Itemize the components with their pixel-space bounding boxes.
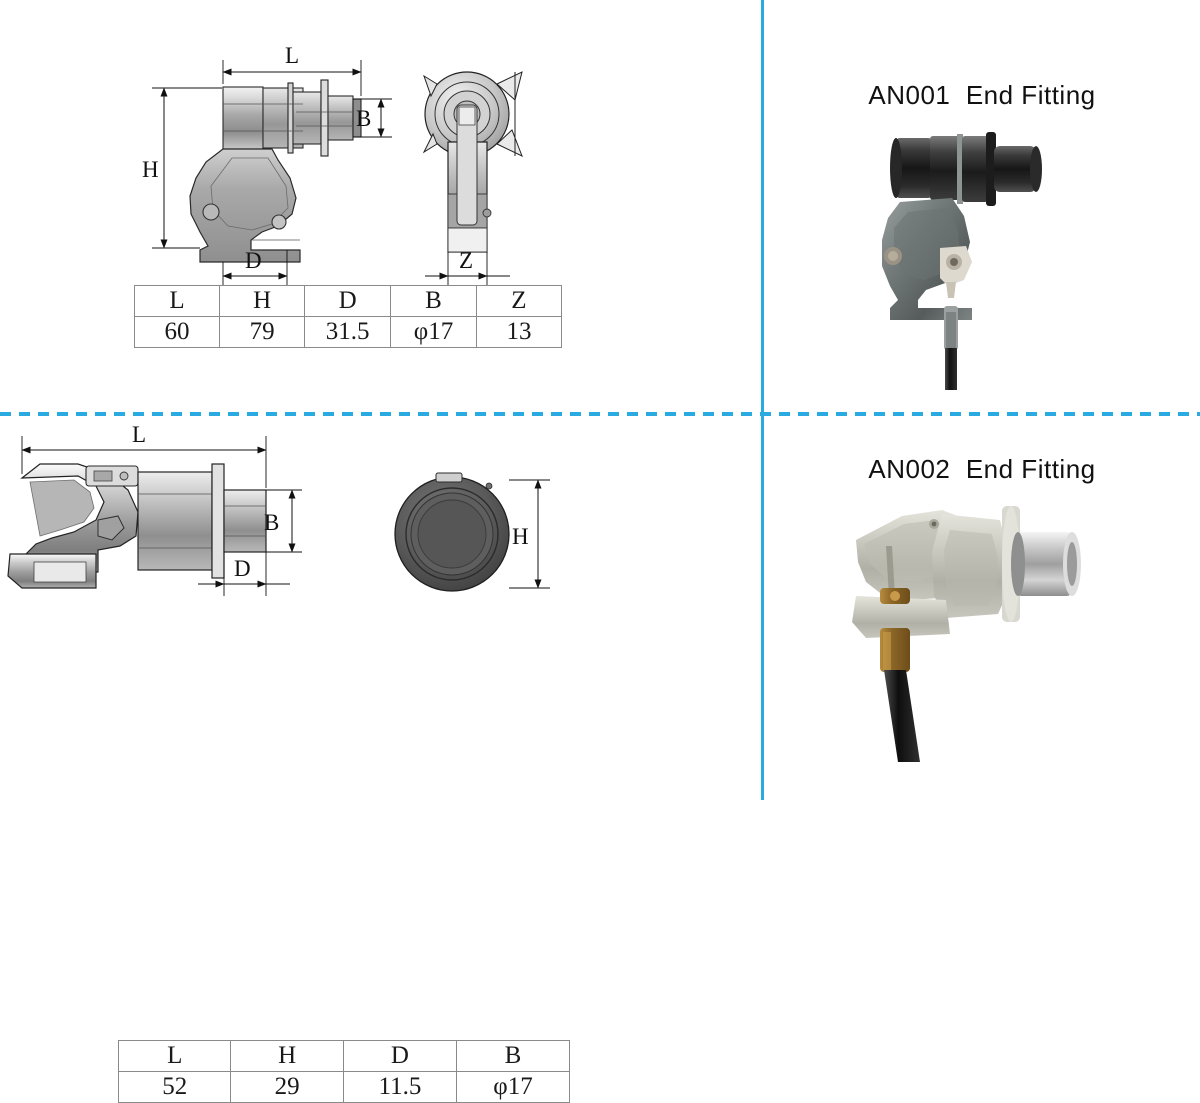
an002-hose xyxy=(884,670,920,762)
table-value-cell: 29 xyxy=(230,1071,344,1103)
table-value-cell: 79 xyxy=(219,316,306,348)
an001-barrel xyxy=(890,132,1042,206)
svg-text:D: D xyxy=(234,556,251,581)
dimension-B: B xyxy=(353,98,392,138)
table-value-cell: 11.5 xyxy=(342,1071,457,1103)
table-header-cell: B xyxy=(455,1040,571,1072)
svg-text:L: L xyxy=(132,422,146,447)
an001-product-photo xyxy=(882,132,1042,390)
svg-text:Z: Z xyxy=(459,248,473,273)
table-value-cell: 13 xyxy=(475,316,563,348)
an002-engineering-drawing: L B D xyxy=(7,422,550,596)
table-row: L H D B Z xyxy=(133,285,563,317)
svg-text:B: B xyxy=(356,106,371,131)
an002-nozzle xyxy=(1002,506,1081,622)
table-value-cell: 60 xyxy=(133,316,221,348)
an002-side-view xyxy=(7,463,267,589)
an001-drawing-panel: L H D B xyxy=(0,0,761,412)
table-header-cell: L xyxy=(117,1040,232,1072)
table-header-cell: D xyxy=(342,1040,457,1072)
an002-product-photo xyxy=(852,506,1081,762)
an002-dimension-table: L H D B 52 29 11.5 φ17 xyxy=(117,1040,571,1103)
svg-text:B: B xyxy=(264,510,279,535)
table-header-cell: L xyxy=(133,285,221,317)
table-header-cell: Z xyxy=(475,285,563,317)
svg-text:H: H xyxy=(142,157,159,182)
table-value-cell: φ17 xyxy=(455,1071,571,1103)
table-value-cell: 52 xyxy=(117,1071,232,1103)
svg-text:L: L xyxy=(285,43,299,68)
svg-text:D: D xyxy=(245,248,262,273)
dimension-D: D xyxy=(198,552,290,596)
an001-clevis xyxy=(940,246,972,298)
table-header-cell: H xyxy=(230,1040,344,1072)
svg-text:H: H xyxy=(512,524,529,549)
dimension-H: H xyxy=(142,87,222,249)
vertical-divider xyxy=(761,0,764,800)
table-header-cell: D xyxy=(304,285,392,317)
table-header-cell: H xyxy=(219,285,306,317)
table-value-cell: φ17 xyxy=(390,316,477,348)
table-value-cell: 31.5 xyxy=(304,316,392,348)
an002-gland xyxy=(852,588,950,672)
an001-front-view xyxy=(422,71,523,253)
an001-engineering-drawing: L H D B xyxy=(142,43,523,288)
an002-product-title: AN002 End Fitting xyxy=(868,454,1096,484)
an001-dimension-table: L H D B Z 60 79 31.5 φ17 13 xyxy=(133,285,563,348)
an002-body xyxy=(932,514,1008,618)
table-row: 60 79 31.5 φ17 13 xyxy=(133,316,563,348)
dimension-L: L xyxy=(222,43,362,96)
an001-cable xyxy=(944,306,958,390)
dimension-B: B xyxy=(264,489,302,553)
an001-side-view xyxy=(189,79,362,263)
an002-end-view xyxy=(394,472,510,592)
an001-photo-panel: AN001 End Fitting xyxy=(764,0,1200,412)
table-row: L H D B xyxy=(117,1040,571,1072)
table-header-cell: B xyxy=(390,285,477,317)
an002-photo-panel: AN002 End Fitting xyxy=(764,416,1200,800)
dimension-Z: Z xyxy=(425,248,510,288)
horizontal-dashed-divider xyxy=(0,412,1200,416)
dimension-D: D xyxy=(222,248,288,288)
an002-drawing-panel: L B D xyxy=(0,416,761,1103)
dimension-L: L xyxy=(21,422,267,488)
an001-product-title: AN001 End Fitting xyxy=(868,80,1096,110)
table-row: 52 29 11.5 φ17 xyxy=(117,1071,571,1103)
dimension-H: H xyxy=(509,479,550,589)
